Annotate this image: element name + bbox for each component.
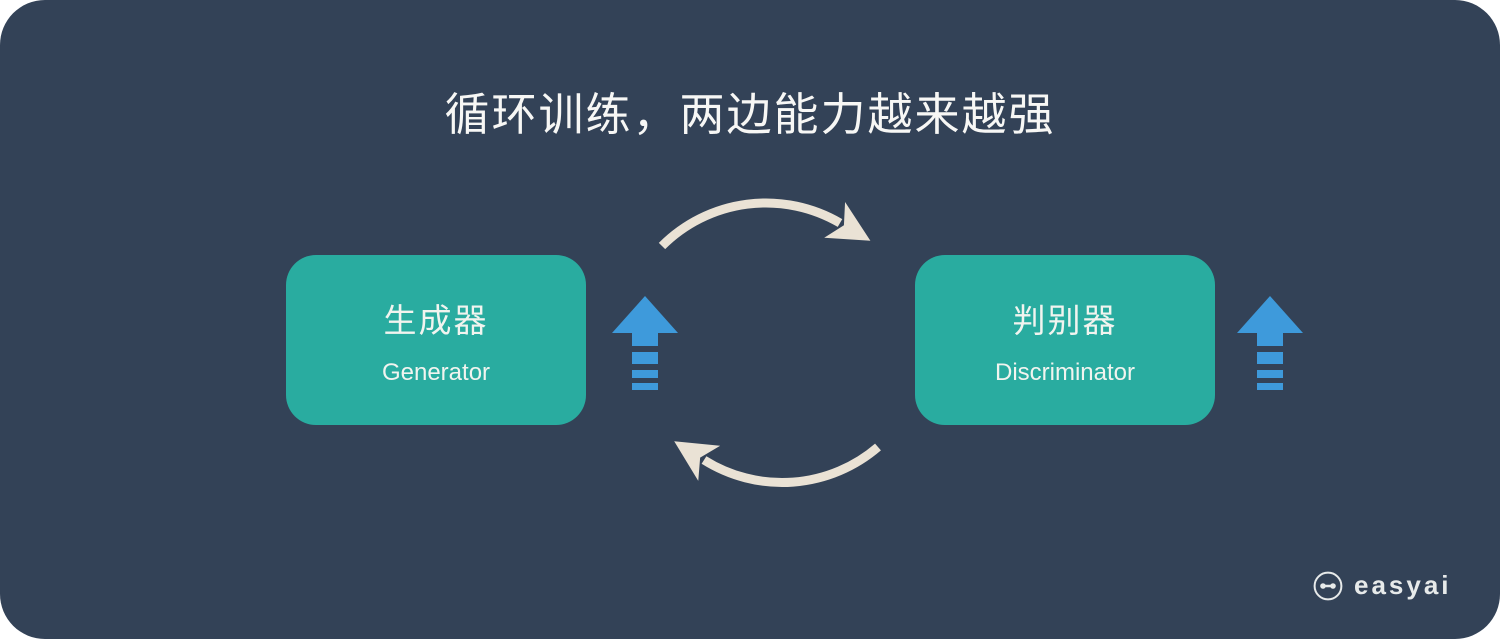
up-arrow-dash — [632, 383, 658, 390]
node-discriminator-label-zh: 判别器 — [1012, 301, 1118, 339]
clockwise-arc-icon — [674, 441, 881, 487]
up-arrow-icon — [1235, 296, 1305, 390]
node-discriminator-label-en: Discriminator — [994, 358, 1135, 386]
node-generator-label-en: Generator — [381, 358, 491, 386]
up-arrow-dash — [1257, 370, 1283, 378]
up-arrow-dash — [632, 352, 658, 364]
node-discriminator: 判别器 Discriminator — [915, 255, 1215, 425]
up-arrow-stem — [632, 332, 658, 346]
brand-logo: easyai — [1313, 570, 1452, 601]
node-generator-label-zh: 生成器 — [383, 301, 489, 339]
up-arrow-stem — [1257, 332, 1283, 346]
clockwise-arc-icon — [658, 198, 871, 250]
easyai-face-icon — [1313, 571, 1343, 600]
up-arrow-dash — [1257, 383, 1283, 390]
up-arrow-head — [1237, 296, 1303, 333]
cycle-arrows — [658, 198, 881, 487]
up-arrow-icon — [610, 296, 680, 390]
node-generator: 生成器 Generator — [286, 255, 586, 425]
slide-title: 循环训练，两边能力越来越强 — [444, 89, 1056, 140]
up-arrow-dash — [1257, 352, 1283, 364]
up-arrow-dash — [632, 370, 658, 378]
brand-logo-text: easyai — [1354, 570, 1452, 600]
